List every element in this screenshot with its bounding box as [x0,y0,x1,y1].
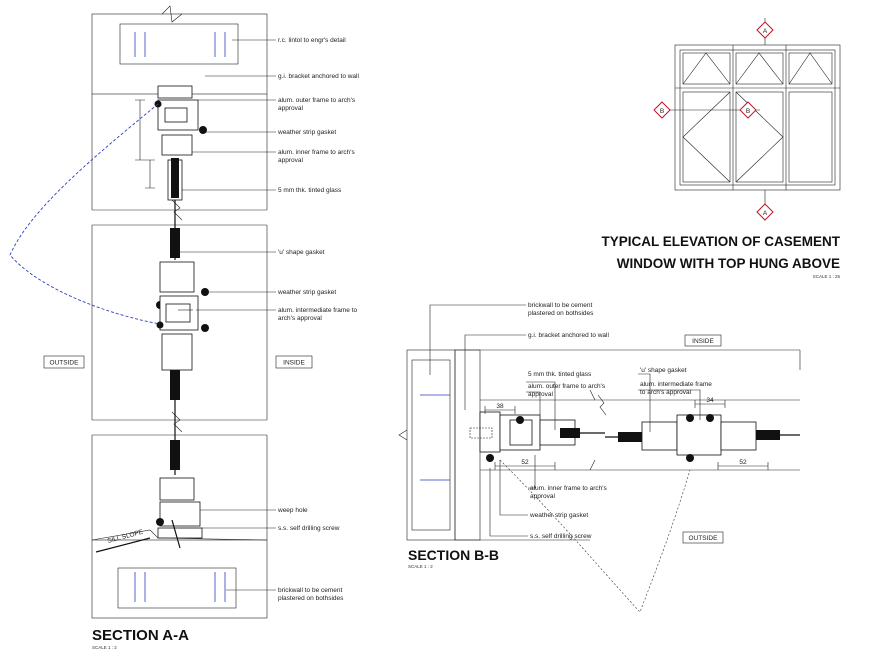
section-aa-scale: SCALE 1 : 2 [92,645,117,650]
elev-marker-b-left: B [660,108,664,115]
elevation-outer-frame [674,44,841,191]
section-bb-scale: SCALE 1 : 2 [408,564,433,569]
aa-label-screw: s.s. self drilling screw [278,525,340,532]
aa-label-weather-strip: weather strip gasket [277,129,336,136]
bb-inside-tag [684,334,722,347]
aa-label-intermediate: alum. intermediate frame to [278,307,358,314]
aa-label-lintel: r.c. lintol to engr's detail [278,37,346,44]
lintel-concrete [91,13,268,95]
bb-outside-label: OUTSIDE [689,535,719,542]
bb-dim-34: 34 [706,397,714,404]
aa-label-u-gasket: 'u' shape gasket [278,249,325,256]
bb-label-screw: s.s. self drilling screw [530,533,592,540]
bb-swing-arc [499,459,691,613]
aa-label-gi-bracket: g.i. bracket anchored to wall [278,73,359,80]
aa-label-outer-frame: alum. outer frame to arch's [278,97,356,104]
aa-outside-label: OUTSIDE [50,360,80,367]
bb-label-inner-frame-2: approval [530,493,555,500]
section-bb: 38 34 52 52 brickwall to be cement plast… [398,302,801,613]
bb-label-glass: 5 mm thk. tinted glass [528,371,592,378]
elev-marker-b-right: B [746,108,750,115]
bb-dim-52-right: 52 [739,459,747,466]
lintel-hatched-block [119,23,239,65]
aa-label-brickwall: brickwall to be cement [278,587,342,594]
bb-label-brickwall: brickwall to be cement [528,302,592,309]
bb-label-intermediate: alum. intermediate frame [640,381,712,388]
bb-label-weather-strip: weather strip gasket [529,512,588,519]
svg-text:SILL SLOPE: SILL SLOPE [107,529,145,545]
elevation-title-line2: WINDOW WITH TOP HUNG ABOVE [617,256,840,271]
bb-label-outer-frame-2: approval [528,391,553,398]
bb-label-outer-frame: alum. outer frame to arch's [528,383,606,390]
sill-concrete [91,539,268,619]
elev-marker-a-top: A [763,28,768,35]
aa-swing-arc [9,103,161,325]
bb-label-intermediate-2: to arch's approval [640,389,692,396]
aa-label-weep: weep hole [277,507,308,514]
bb-label-gi-bracket: g.i. bracket anchored to wall [528,332,609,339]
bb-dim-38: 38 [496,403,504,410]
aa-label-weather-strip-2: weather strip gasket [277,289,336,296]
bb-inside-label: INSIDE [692,338,714,345]
aa-label-intermediate-2: arch's approval [278,315,322,322]
elevation-title-line1: TYPICAL ELEVATION OF CASEMENT [601,234,840,249]
aa-label-brickwall-2: plastered on bothsides [278,595,344,602]
aa-label-glass: 5 mm thk. tinted glass [278,187,342,194]
elev-marker-a-bottom: A [763,210,768,217]
bb-label-brickwall-2: plastered on bothsides [528,310,594,317]
bb-label-inner-frame: alum. inner frame to arch's [530,485,607,492]
aa-label-outer-frame-2: approval [278,105,303,112]
bb-dim-52-left: 52 [521,459,529,466]
aa-label-inner-frame: alum. inner frame to arch's [278,149,355,156]
section-bb-title: SECTION B-B [408,547,499,563]
aa-frame-profiles [154,85,209,549]
bb-label-u-gasket: 'u' shape gasket [640,367,687,374]
section-aa: SILL SLOPE r.c. lintol to engr's detail … [9,5,359,650]
elevation-scale: SCALE 1 : 25 [813,274,841,279]
section-aa-title: SECTION A-A [92,627,189,644]
aa-outside-tag [43,355,85,369]
aa-label-inner-frame-2: approval [278,157,303,164]
bb-left-profiles [469,411,605,462]
aa-inside-label: INSIDE [283,360,305,367]
aa-inside-tag [275,355,313,369]
bb-outside-tag [682,531,724,544]
bb-wall [406,349,456,541]
bb-right-profiles [605,414,800,462]
elevation: A A B B TYPICAL ELEVATION OF CASEMENT WI… [601,18,841,279]
sill-hatched-block [117,567,237,609]
